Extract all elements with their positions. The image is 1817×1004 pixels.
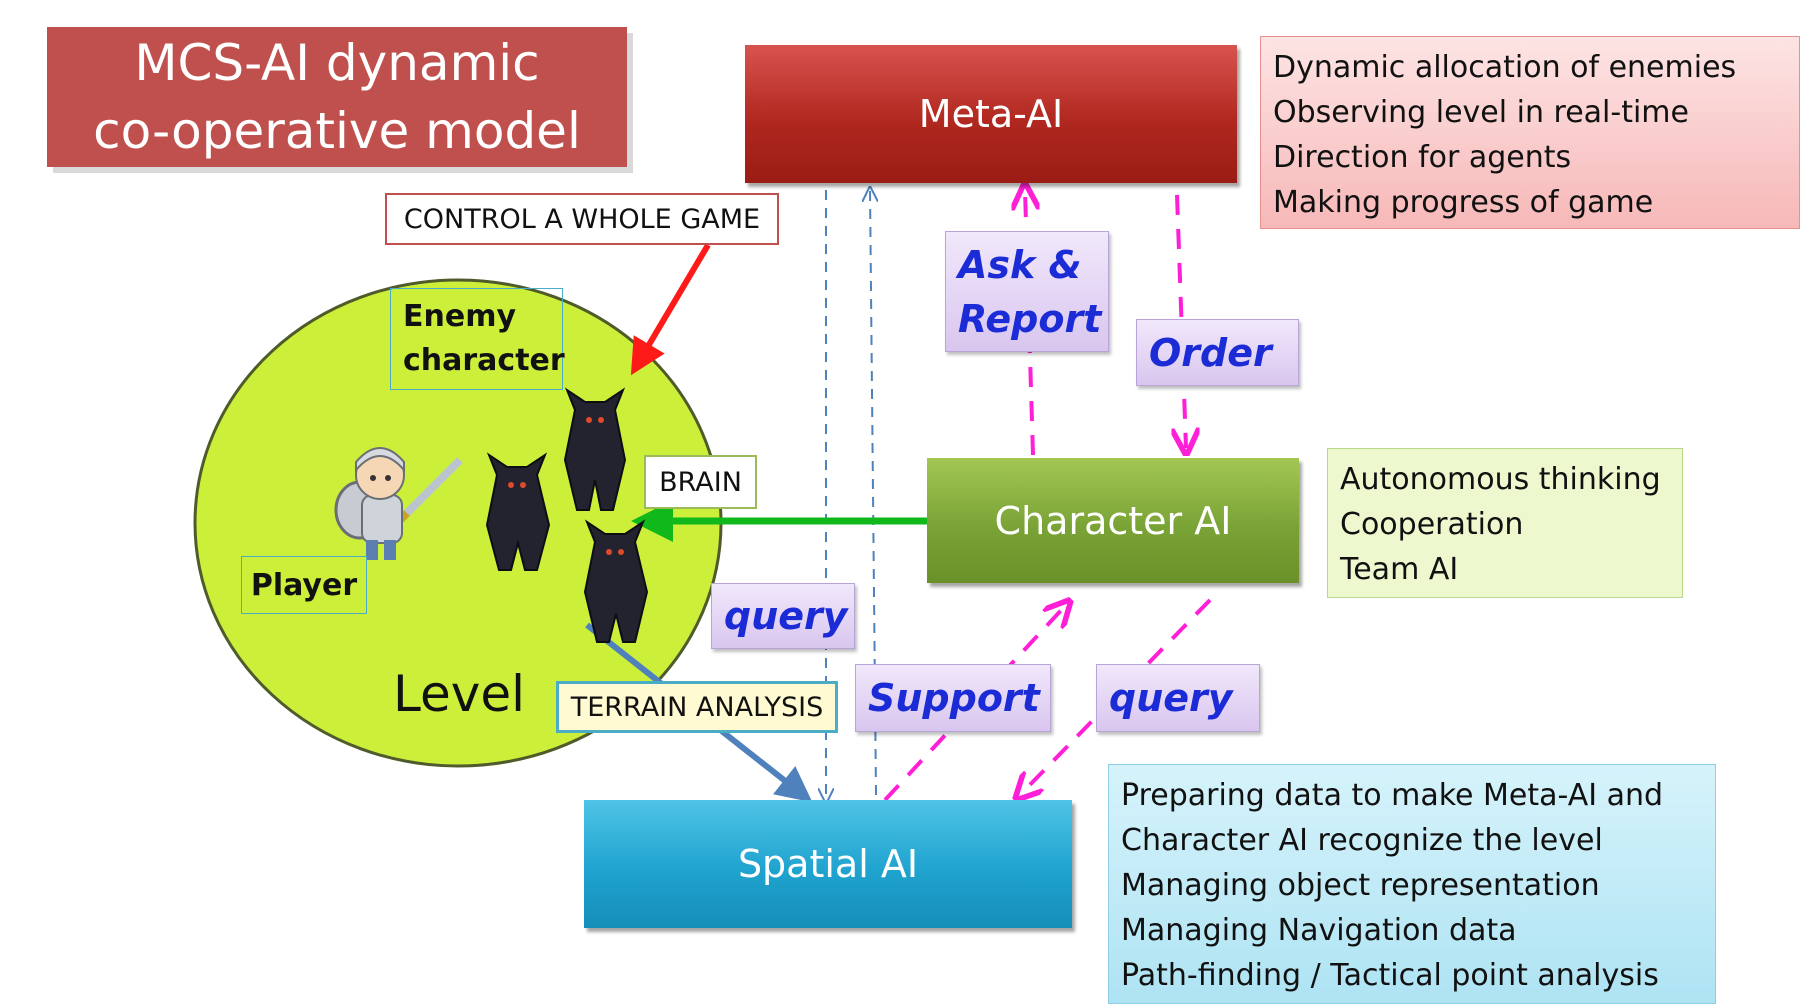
ask-report-label: Ask & Report: [945, 231, 1109, 352]
title-line-2: co-operative model: [93, 102, 581, 160]
brain-label: BRAIN: [644, 455, 757, 509]
enemy-label-line-2: character: [403, 343, 565, 378]
spatial-ai-info: Preparing data to make Meta-AI and Chara…: [1108, 764, 1716, 1004]
spatial-info-line: Character AI recognize the level: [1121, 823, 1603, 858]
support-label: Support: [855, 664, 1051, 732]
char-info-line: Cooperation: [1340, 507, 1524, 542]
control-arrow: [630, 243, 711, 376]
meta-ai-block: Meta-AI: [745, 45, 1237, 183]
character-ai-info: Autonomous thinking Cooperation Team AI: [1327, 448, 1683, 598]
player-label: Player: [241, 556, 367, 614]
meta-info-line: Observing level in real-time: [1273, 95, 1689, 130]
spatial-info-line: Path-finding / Tactical point analysis: [1121, 958, 1659, 993]
diagram-title: MCS-AI dynamic co-operative model: [47, 27, 627, 167]
char-info-line: Autonomous thinking: [1340, 462, 1661, 497]
character-ai-block: Character AI: [927, 458, 1299, 583]
spatial-info-line: Preparing data to make Meta-AI and: [1121, 778, 1664, 813]
title-line-1: MCS-AI dynamic: [134, 34, 540, 92]
ask-report-line-1: Ask &: [958, 242, 1082, 287]
spatial-ai-block: Spatial AI: [584, 800, 1072, 928]
enemy-character-label: Enemy character: [390, 288, 565, 390]
char-info-line: Team AI: [1340, 552, 1459, 587]
meta-info-line: Making progress of game: [1273, 185, 1654, 220]
spatial-info-line: Managing Navigation data: [1121, 913, 1517, 948]
query-label-left: query: [711, 583, 855, 649]
order-arrow: [1177, 194, 1186, 448]
enemy-label-line-1: Enemy: [403, 299, 517, 334]
meta-ai-info: Dynamic allocation of enemies Observing …: [1260, 36, 1800, 229]
meta-info-line: Direction for agents: [1273, 140, 1572, 175]
spatial-info-line: Managing object representation: [1121, 868, 1600, 903]
control-whole-game-label: CONTROL A WHOLE GAME: [385, 193, 779, 245]
ask-report-line-2: Report: [958, 296, 1102, 341]
query-label-right: query: [1096, 664, 1260, 732]
order-label: Order: [1136, 319, 1299, 386]
enemy-monster-icon: [485, 387, 649, 643]
terrain-analysis-label: TERRAIN ANALYSIS: [556, 681, 838, 733]
level-label: Level: [393, 665, 525, 723]
dashed-up-line: [870, 190, 876, 796]
meta-info-line: Dynamic allocation of enemies: [1273, 50, 1737, 85]
player-knight-icon: [334, 447, 463, 560]
support-arrow: [883, 605, 1066, 802]
